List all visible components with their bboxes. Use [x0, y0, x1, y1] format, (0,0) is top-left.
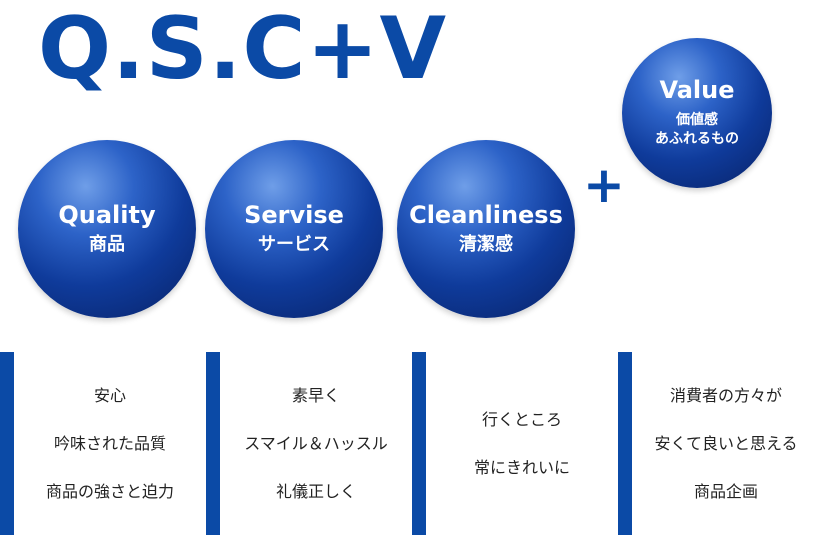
- service-line-1: 素早く: [291, 385, 340, 405]
- value-description-column: 消費者の方々が 安くて良いと思える 商品企画: [618, 352, 820, 535]
- quality-line-3: 商品の強さと迫力: [45, 481, 174, 501]
- value-label: Value: [659, 76, 735, 105]
- value-jp-label: 価値感 あふれるもの: [655, 111, 739, 149]
- quality-jp-label: 商品: [89, 234, 125, 256]
- quality-line-1: 安心: [93, 385, 126, 405]
- cleanliness-jp-label: 清潔感: [459, 234, 513, 256]
- quality-sphere: Quality 商品: [18, 140, 196, 318]
- service-line-3: 礼儀正しく: [275, 481, 356, 501]
- cleanliness-sphere: Cleanliness 清潔感: [397, 140, 575, 318]
- value-line-2: 安くて良いと思える: [654, 433, 798, 453]
- value-line-3: 商品企画: [693, 481, 758, 501]
- plus-sign: +: [583, 156, 625, 214]
- service-jp-label: サービス: [258, 234, 330, 256]
- service-sphere: Servise サービス: [205, 140, 383, 318]
- value-sphere: Value 価値感 あふれるもの: [622, 38, 772, 188]
- quality-description-column: 安心 吟味された品質 商品の強さと迫力: [0, 352, 206, 535]
- cleanliness-line-1: 行くところ: [481, 409, 562, 429]
- page-title: Q.S.C+V: [38, 0, 448, 99]
- cleanliness-line-2: 常にきれいに: [473, 457, 570, 477]
- cleanliness-description-column: 行くところ 常にきれいに: [412, 352, 618, 535]
- quality-label: Quality: [58, 200, 156, 229]
- value-jp-line1: 価値感: [676, 111, 718, 128]
- service-line-2: スマイル＆ハッスル: [244, 433, 388, 453]
- value-jp-line2: あふれるもの: [655, 130, 739, 147]
- service-description-column: 素早く スマイル＆ハッスル 礼儀正しく: [206, 352, 412, 535]
- value-line-1: 消費者の方々が: [669, 385, 782, 405]
- cleanliness-label: Cleanliness: [409, 200, 563, 229]
- quality-line-2: 吟味された品質: [53, 433, 166, 453]
- service-label: Servise: [244, 200, 344, 229]
